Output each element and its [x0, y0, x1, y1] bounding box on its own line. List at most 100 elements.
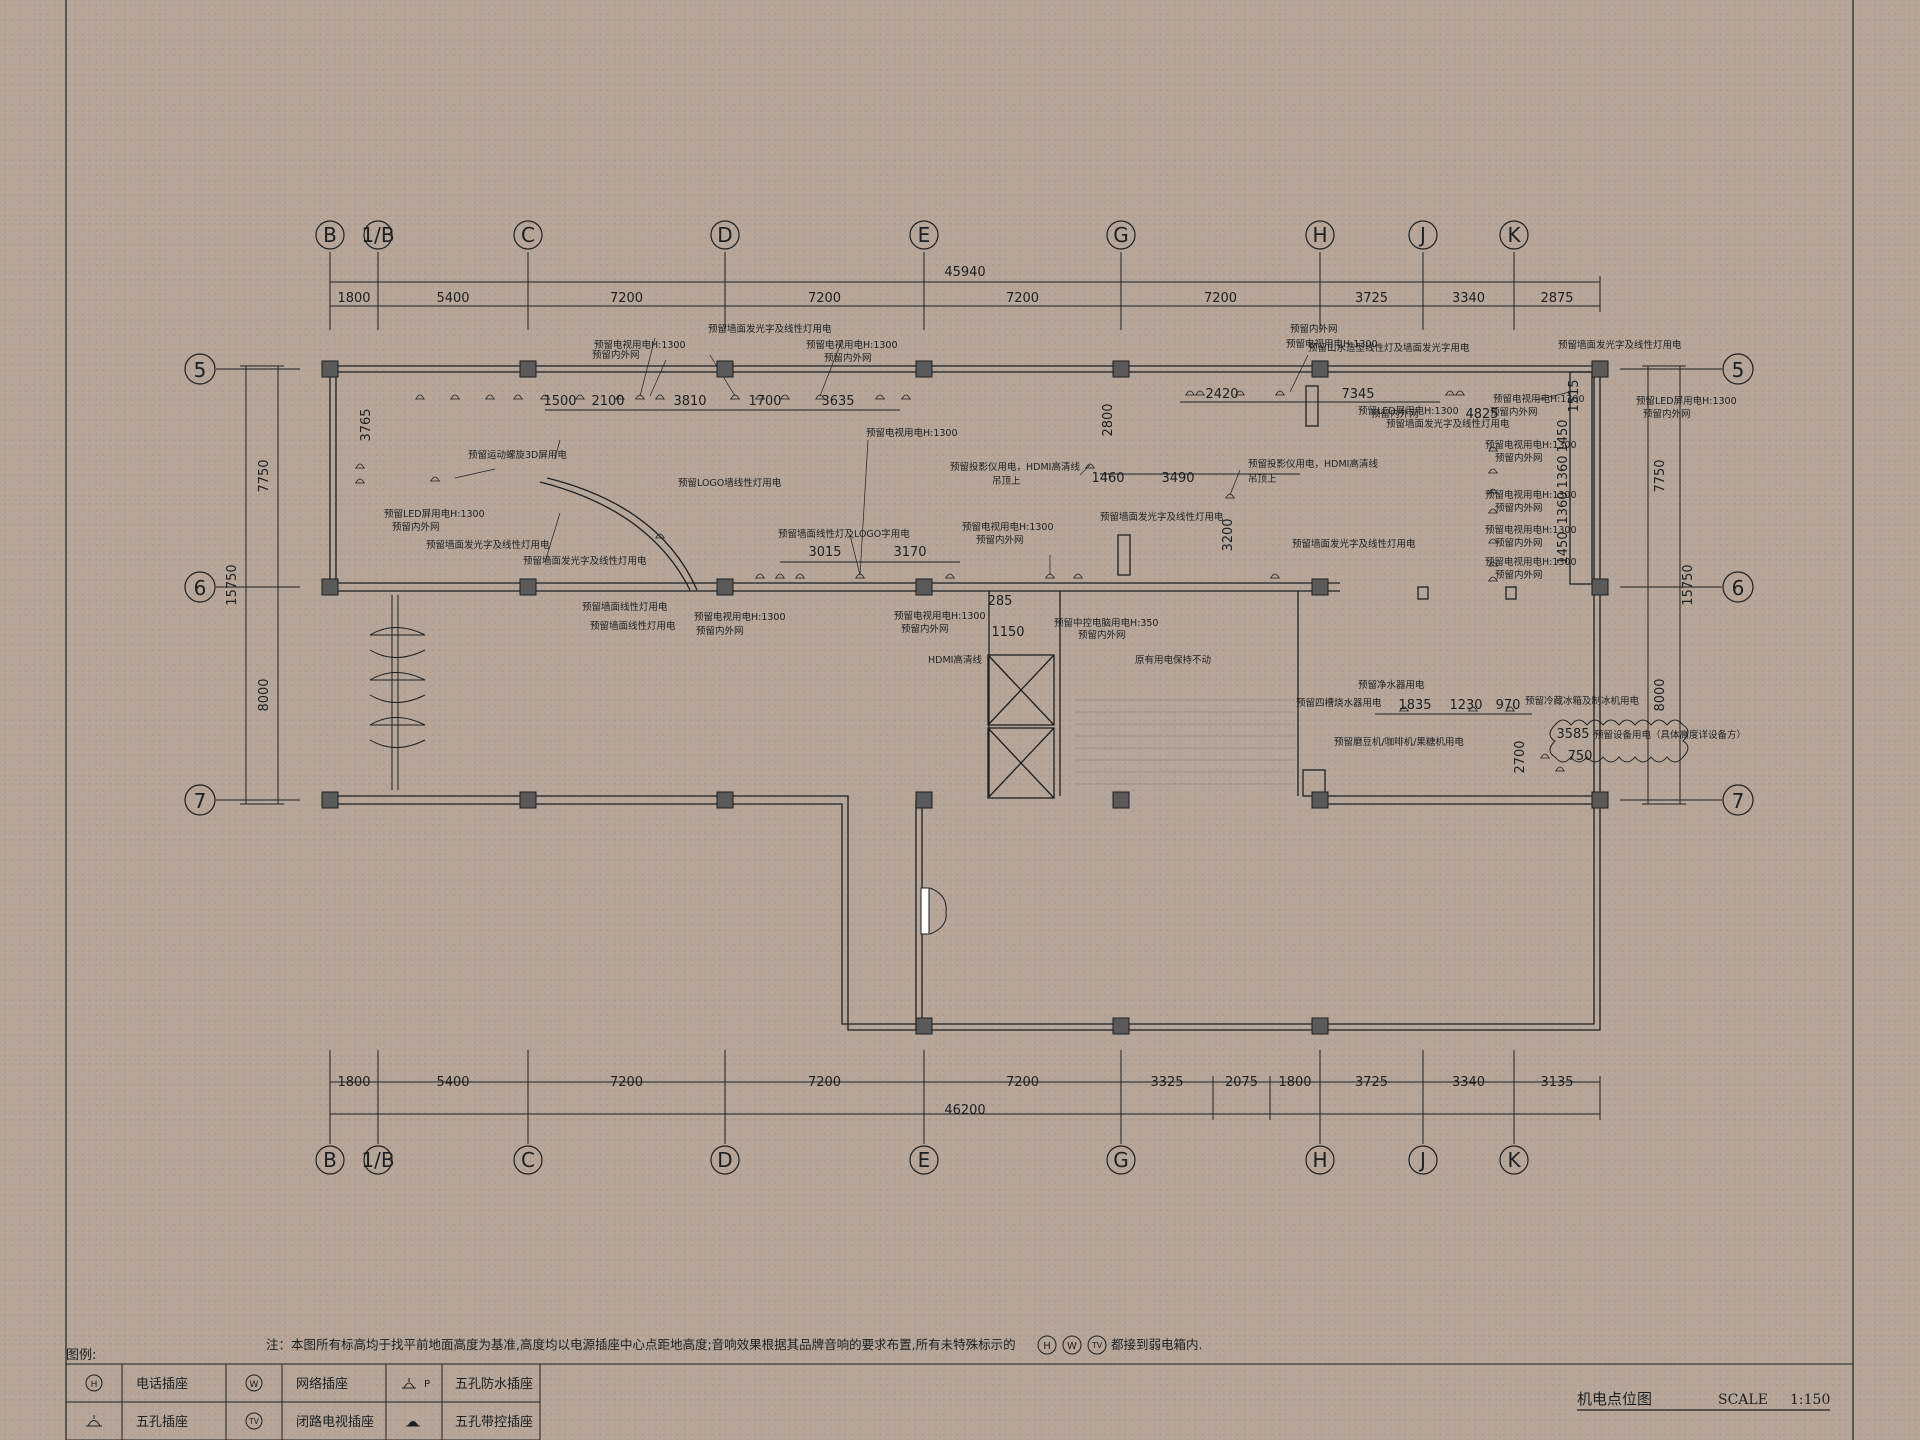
annotation-label: 预留墙面发光字及线性灯用电: [1100, 511, 1224, 523]
annotation-label: 预留内外网: [1371, 408, 1419, 420]
grid-bubble-row-6-left: [184, 571, 216, 603]
structural-column: [915, 360, 933, 378]
annotation-label: 预留墙面线性灯及LOGO字用电: [778, 528, 910, 540]
socket-icon: [1488, 446, 1498, 452]
grid-label-row-6-right: 6: [1732, 576, 1745, 600]
annotations: 预留电视用电H:1300预留内外网预留墙面发光字及线性灯用电预留电视用电H:13…: [384, 323, 1746, 748]
annotation-label: 预留电视用电H:1300: [962, 521, 1054, 533]
structural-column: [1591, 578, 1609, 596]
legend-symbols: [85, 1374, 420, 1430]
socket-icon: [1468, 706, 1478, 712]
dim-interior: 4825: [1465, 407, 1498, 422]
annotation-label: 预留电视用电H:1300: [1493, 393, 1585, 405]
socket-icon: [1073, 573, 1083, 579]
socket-icon: [1488, 468, 1498, 474]
socket-icon: [615, 394, 625, 400]
socket-icon: [1488, 508, 1498, 514]
socket-icon: [775, 573, 785, 579]
socket-icon: [1488, 576, 1498, 582]
grid-bubble-row-6-right: [1722, 571, 1754, 603]
dim-interior: 7345: [1341, 387, 1374, 402]
structural-columns: [321, 360, 1609, 1035]
dim-interior: 1515: [1567, 379, 1582, 412]
dim-interior: 1230: [1449, 698, 1482, 713]
socket-icon: [945, 573, 955, 579]
dim-interior: 1460: [1091, 471, 1124, 486]
annotation-label: 预留投影仪用电，HDMI高清线: [1248, 458, 1378, 470]
phone-socket-icon: [85, 1374, 103, 1392]
socket-icon: [355, 478, 365, 484]
dim-interior: 2420: [1205, 387, 1238, 402]
structural-column: [1311, 360, 1329, 378]
drawing-title: 机电点位图: [1577, 1390, 1652, 1408]
socket-icon: [430, 476, 440, 482]
annotation-label: 预留电视用电H:1300: [1485, 489, 1577, 501]
dim-interior: 3200: [1221, 518, 1236, 551]
leader-line: [849, 534, 861, 576]
grid-bubble-C-top: [513, 220, 543, 250]
annotation-label: 预留墙面发光字及线性灯用电: [426, 539, 550, 551]
dim-interior: 3765: [359, 408, 374, 441]
socket-icon: [1488, 488, 1498, 494]
dim-interior: 3490: [1161, 471, 1194, 486]
socket-icon: [450, 394, 460, 400]
dim-bottom-segment: 7200: [610, 1075, 643, 1090]
grid-label-D-bottom: D: [717, 1148, 732, 1172]
grid-label-row-7-right: 7: [1732, 789, 1745, 813]
socket-icon: [1488, 561, 1498, 567]
dim-interior: 2800: [1101, 403, 1116, 436]
grid-bubble-D-bottom: [710, 1145, 740, 1175]
title-block: 机电点位图 SCALE 1:150: [66, 1363, 1853, 1411]
annotation-label: 预留内外网: [696, 625, 744, 637]
annotation-label: 吊顶上: [1248, 474, 1277, 485]
dim-interior: 285: [988, 594, 1013, 609]
socket-icon: [1225, 493, 1235, 499]
structural-column: [1112, 360, 1130, 378]
annotation-label: 预留电视用电H:1300: [694, 611, 786, 623]
dim-interior: 2100: [591, 394, 624, 409]
note-network-symbol-icon: [1062, 1335, 1082, 1355]
socket-icon: [755, 394, 765, 400]
grid-label-row-5-left: 5: [194, 358, 207, 382]
dim-interior: 1450: [1556, 531, 1571, 564]
socket-icon: [86, 1415, 102, 1427]
annotation-label: 预留冷藏冰箱及制冰机用电: [1525, 695, 1640, 707]
dim-bottom-segment: 3340: [1452, 1075, 1485, 1090]
grid-bubble-B-top: [315, 220, 345, 250]
socket-icon: [655, 533, 665, 539]
structural-column: [716, 578, 734, 596]
annotation-label: 预留净水器用电: [1358, 679, 1425, 691]
annotation-label: 预留墙面发光字及线性灯用电: [1558, 339, 1682, 351]
grid-bubble-row-5-left: [184, 353, 216, 385]
grid-label-J-top: J: [1418, 223, 1426, 247]
annotation-label: 预留内外网: [1643, 408, 1691, 420]
annotation-label: 原有用电保持不动: [1135, 654, 1211, 666]
grid-label-row-7-left: 7: [194, 789, 207, 813]
revision-cloud: [1549, 719, 1689, 763]
socket-icon: [485, 394, 495, 400]
leader-line: [454, 468, 496, 479]
grid-bubble-row-7-left: [184, 784, 216, 816]
socket-icon: [513, 394, 523, 400]
structural-column: [519, 578, 537, 596]
grid-label-1-B-top: 1/B: [361, 223, 394, 247]
grid-label-K-bottom: K: [1507, 1148, 1521, 1172]
socket-icon: [780, 394, 790, 400]
dim-right-segment: 7750: [1653, 459, 1668, 492]
grid-label-row-5-right: 5: [1732, 358, 1745, 382]
grid-label-K-top: K: [1507, 223, 1521, 247]
legend-label-tv: 闭路电视插座: [296, 1414, 374, 1430]
grid-bubble-1-B-bottom: [363, 1145, 393, 1175]
annotation-label: 预留电视用电H:1300: [806, 339, 898, 351]
annotation-label: 预留内外网: [1495, 569, 1543, 581]
note-symbols: [1037, 1335, 1107, 1355]
leader-line: [819, 339, 843, 397]
structural-column: [1311, 578, 1329, 596]
leader-line: [639, 337, 656, 397]
annotation-label: 预留LED屏用电H:1300: [384, 508, 485, 520]
annotation-label: 预留内外网: [392, 521, 440, 533]
dim-bottom-segment: 5400: [436, 1075, 469, 1090]
legend-sym-p: P: [424, 1379, 430, 1390]
tv-socket-icon: [245, 1412, 263, 1430]
socket-icon: [730, 394, 740, 400]
